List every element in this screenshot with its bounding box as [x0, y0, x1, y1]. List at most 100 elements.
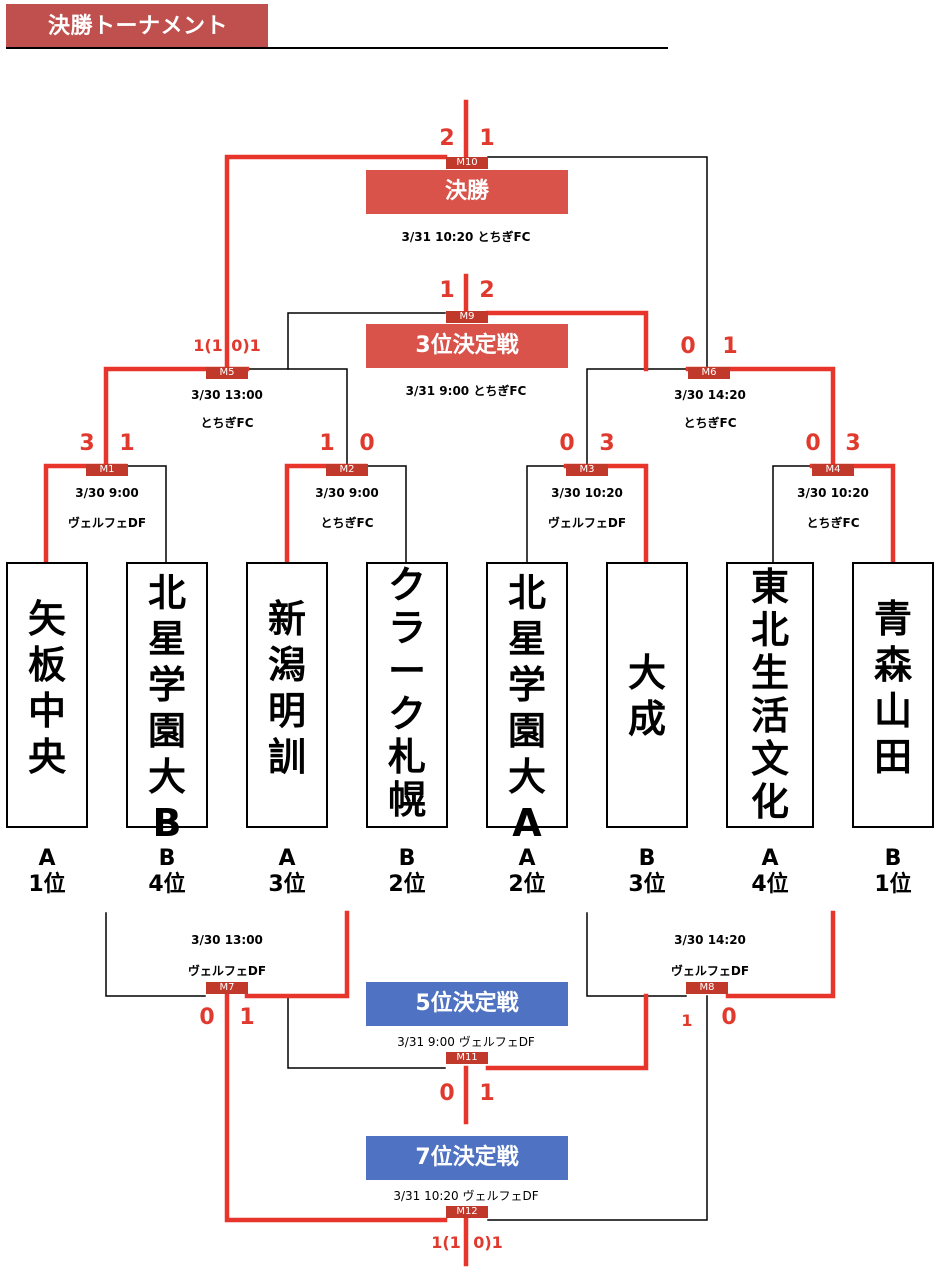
seed-group: B: [884, 846, 902, 871]
line-m10-right: [487, 156, 708, 370]
match-label-m12: M12: [446, 1206, 488, 1218]
line-m6-left: [586, 368, 689, 467]
team-name: 北星学園大B: [147, 571, 186, 845]
seed-group: A: [38, 846, 56, 871]
date-m7: 3/30 13:00: [191, 933, 263, 947]
line-m11-right: [485, 993, 649, 1071]
info-m9: 3/31 9:00 とちぎFC: [405, 384, 527, 398]
banner-fifth: 5位決定戦: [366, 982, 568, 1026]
line-m11-left: [287, 995, 446, 1069]
score-m4-left: 0: [805, 431, 821, 456]
line-m5-left: [103, 366, 250, 469]
score-m2-right: 0: [359, 431, 375, 456]
team-box: 北星学園大B: [126, 562, 208, 845]
date-m3: 3/30 10:20: [551, 486, 623, 500]
venue-m2: とちぎFC: [320, 516, 374, 530]
line-m12-left: [224, 993, 448, 1223]
banner-final: 決勝: [366, 170, 568, 214]
score-m6-left: 0: [680, 334, 696, 359]
venue-m5: とちぎFC: [200, 416, 254, 430]
venue-m4: とちぎFC: [806, 516, 860, 530]
line-m8-right: [725, 910, 836, 999]
score-m5-left: 1(1: [193, 336, 223, 355]
info-m10: 3/31 10:20 とちぎFC: [401, 230, 531, 244]
score-m1-right: 1: [119, 431, 135, 456]
title-tab: [6, 4, 268, 48]
seed-group: B: [158, 846, 176, 871]
score-m7-left: 0: [199, 1005, 215, 1030]
seed-rank: 2位: [508, 872, 546, 897]
banner-third: 3位決定戦: [366, 324, 568, 368]
team-name: 北星学園大A: [507, 571, 546, 845]
date-m4: 3/30 10:20: [797, 486, 869, 500]
score-m10-left: 2: [439, 126, 455, 151]
match-label-m9: M9: [446, 311, 488, 323]
date-m6: 3/30 14:20: [674, 388, 746, 402]
line-m2-right: [364, 465, 407, 563]
seed-group: A: [518, 846, 536, 871]
date-m2: 3/30 9:00: [315, 486, 379, 500]
team-box: 新潟明訓: [246, 562, 328, 828]
score-m5-right: 0)1: [231, 336, 261, 355]
score-m2-left: 1: [319, 431, 335, 456]
score-m9-right: 2: [479, 278, 495, 303]
team-box: 東北生活文化: [726, 562, 814, 828]
seed-group: B: [638, 846, 656, 871]
date-m8: 3/30 14:20: [674, 933, 746, 947]
line-m1-right: [124, 465, 167, 563]
line-m8-left: [586, 912, 687, 997]
info-m12: 3/31 10:20 ヴェルフェDF: [393, 1189, 539, 1203]
seed-rank: 2位: [388, 872, 426, 897]
line-m5-right: [246, 368, 348, 467]
date-m1: 3/30 9:00: [75, 486, 139, 500]
score-m12-right: 0)1: [473, 1233, 503, 1252]
line-m9-right: [485, 310, 649, 372]
team-name: 青森山田: [873, 597, 912, 779]
team-name: 東北生活文化: [750, 565, 789, 824]
line-m10-left: [224, 154, 448, 372]
seed-rank: 3位: [268, 872, 306, 897]
score-m11-left: 0: [439, 1081, 455, 1106]
team-box: 矢板中央: [6, 562, 88, 828]
seed-rank: 1位: [28, 872, 66, 897]
match-label-m11: M11: [446, 1052, 488, 1064]
venue-m7: ヴェルフェDF: [187, 964, 267, 978]
team-name: 矢板中央: [27, 597, 66, 779]
seed-group: B: [398, 846, 416, 871]
score-m8-right: 0: [721, 1005, 737, 1030]
seed-rank: 1位: [874, 872, 912, 897]
team-name: 大成: [627, 651, 666, 741]
score-m6-right: 1: [722, 334, 738, 359]
match-label-m8: M8: [686, 982, 728, 994]
team-box: 青森山田: [852, 562, 934, 828]
date-m5: 3/30 13:00: [191, 388, 263, 402]
match-label-m7: M7: [206, 982, 248, 994]
score-m1-left: 3: [79, 431, 95, 456]
seed-rank: 4位: [751, 872, 789, 897]
seed-group: A: [761, 846, 779, 871]
info-m11: 3/31 9:00 ヴェルフェDF: [397, 1035, 535, 1049]
match-label-m10: M10: [446, 157, 488, 169]
score-m11-right: 1: [479, 1081, 495, 1106]
seed-rank: 3位: [628, 872, 666, 897]
score-m3-right: 3: [599, 431, 615, 456]
team-name: クラーク札幌: [387, 563, 426, 822]
line-m3-left: [526, 465, 567, 563]
team-box: クラーク札幌: [366, 562, 448, 828]
seed-group: A: [278, 846, 296, 871]
score-m10-right: 1: [479, 126, 495, 151]
match-label-m4: M4: [812, 464, 854, 476]
match-label-m3: M3: [566, 464, 608, 476]
match-label-m2: M2: [326, 464, 368, 476]
title-underline: [6, 47, 668, 49]
venue-m3: ヴェルフェDF: [547, 516, 627, 530]
venue-m1: ヴェルフェDF: [67, 516, 147, 530]
line-m7-right: [244, 910, 350, 999]
line-m12-right: [487, 995, 708, 1221]
team-name: 新潟明訓: [267, 597, 306, 779]
score-m9-left: 1: [439, 278, 455, 303]
team-box: 大成: [606, 562, 688, 828]
match-label-m5: M5: [206, 367, 248, 379]
score-m8-left: 1: [681, 1011, 693, 1030]
